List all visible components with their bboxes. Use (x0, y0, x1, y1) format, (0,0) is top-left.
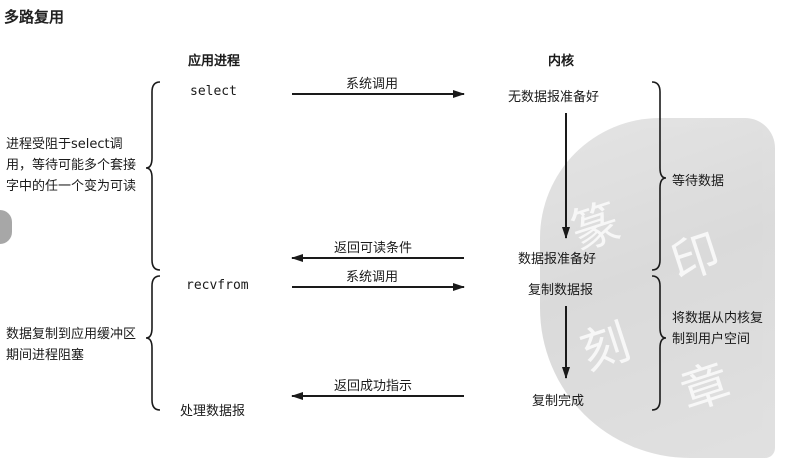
app-recvfrom-call: recvfrom (186, 278, 249, 293)
kernel-copy-datagram: 复制数据报 (528, 283, 594, 298)
left-note-select-blocked: 进程受阻于select调用，等待可能多个套接字中的任一个变为可读 (6, 137, 137, 194)
io-multiplexing-diagram: 篆 印 刻 章 应用进程 内核 select recvfrom 处理数据报 系统… (0, 38, 775, 458)
page-title: 多路复用 (4, 8, 65, 26)
kernel-no-datagram: 无数据报准备好 (508, 90, 600, 105)
syscall-label-1: 系统调用 (346, 77, 399, 92)
app-select-call: select (190, 84, 237, 99)
kernel-datagram-ready: 数据报准备好 (518, 252, 597, 267)
return-success-label: 返回成功指示 (334, 379, 413, 394)
seal-watermark: 篆 印 刻 章 (540, 118, 775, 458)
left-note-copy-blocked: 数据复制到应用缓冲区期间进程阻塞 (6, 327, 137, 363)
return-readable-label: 返回可读条件 (334, 241, 413, 256)
left-brace-2 (145, 275, 161, 411)
right-brace-1 (651, 81, 667, 271)
app-process-datagram: 处理数据报 (180, 404, 246, 419)
right-note-copy-to-user: 将数据从内核复制到用户空间 (672, 311, 764, 347)
app-process-header: 应用进程 (188, 54, 241, 69)
right-brace-2 (651, 275, 667, 411)
left-brace-1 (145, 81, 161, 271)
syscall-label-2: 系统调用 (346, 270, 399, 285)
kernel-copy-complete: 复制完成 (532, 394, 585, 409)
right-note-wait-data: 等待数据 (672, 174, 725, 189)
kernel-header: 内核 (548, 54, 575, 69)
diagram-lines (145, 81, 667, 411)
scroll-handle[interactable] (0, 210, 12, 244)
